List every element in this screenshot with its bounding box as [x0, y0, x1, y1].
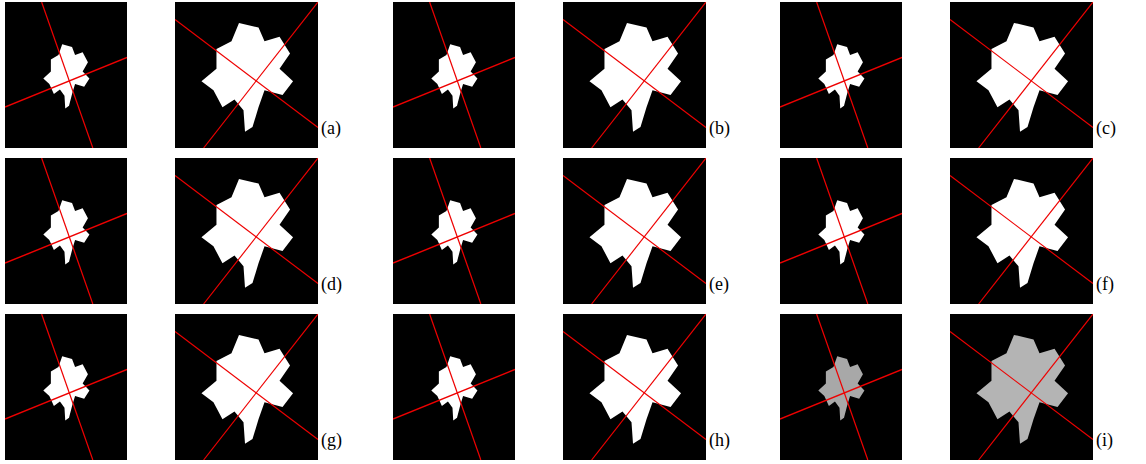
panel-label: (f)	[1096, 274, 1114, 295]
panel-label: (e)	[709, 274, 729, 295]
panel-label: (d)	[321, 274, 342, 295]
panel-label: (c)	[1096, 118, 1116, 139]
panel-label: (h)	[709, 430, 730, 451]
row-1	[5, 2, 1093, 148]
panel-label: (g)	[321, 430, 342, 451]
row-2	[5, 158, 1093, 304]
panel-label: (i)	[1096, 430, 1113, 451]
row-3	[5, 314, 1093, 460]
panel-label: (a)	[321, 118, 341, 139]
panel-label: (b)	[709, 118, 730, 139]
